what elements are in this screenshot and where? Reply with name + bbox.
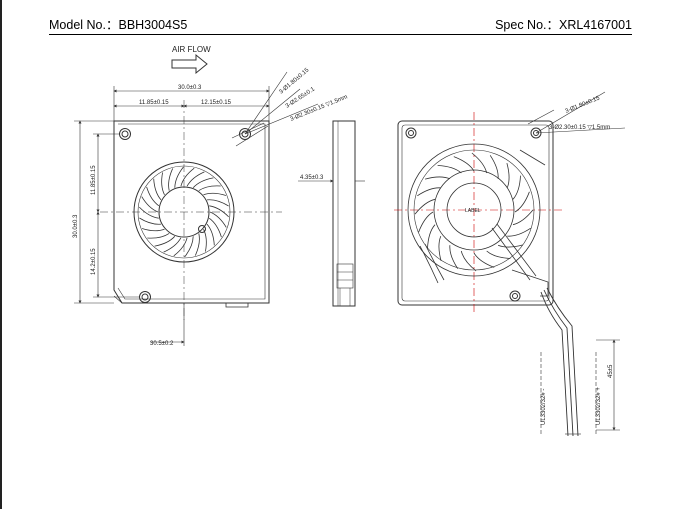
- fan-blade: [203, 192, 227, 196]
- front-mount-holes: [119, 128, 251, 303]
- airflow-label: AIR FLOW: [172, 45, 211, 54]
- fan-blade: [418, 211, 434, 233]
- dim-height-total: 30.0±0.3: [73, 214, 79, 238]
- fan-blade: [473, 252, 495, 268]
- dim-width-total: 30.0±0.3: [178, 85, 202, 91]
- fan-blade: [449, 245, 459, 269]
- spec-label: Spec No.：: [495, 18, 560, 32]
- fan-blade: [437, 165, 462, 174]
- fan-blade: [427, 224, 436, 249]
- fan-blade: [514, 191, 530, 213]
- fan-blade: [174, 166, 184, 188]
- fan-blade: [489, 155, 499, 179]
- rear-mount-holes: [405, 127, 542, 302]
- lead-wires: [540, 287, 581, 437]
- airflow-indicator: AIR FLOW: [171, 45, 211, 75]
- fan-blade: [163, 237, 182, 253]
- rear-note-holes: 3-Ø1.80±0.15: [565, 95, 602, 115]
- fan-blade: [153, 178, 162, 201]
- fan-blade: [417, 187, 441, 197]
- fan-blade: [208, 217, 222, 238]
- fan-blade: [173, 237, 188, 257]
- model-number: Model No.：BBH3004S5: [49, 14, 187, 33]
- front-dimensions: [74, 71, 319, 346]
- wire-spec-positive: UL3302/32# +: [596, 387, 602, 425]
- rear-housing-outline: [397, 120, 554, 306]
- fan-blade: [141, 196, 159, 213]
- fan-blade: [438, 235, 442, 262]
- fan-blade: [139, 217, 162, 225]
- fan-blade: [186, 171, 205, 187]
- fan-blade: [141, 228, 165, 232]
- rear-dimension-labels: 3-Ø1.80±0.15 3-Ø2.30±0.15 ▽1.5mm: [549, 95, 610, 131]
- fan-blade: [154, 236, 176, 247]
- rear-leaders: [527, 91, 626, 134]
- spec-number: Spec No.：XRL4167001: [495, 14, 632, 33]
- left-border-line: [0, 0, 2, 509]
- front-impeller: [133, 161, 235, 263]
- fan-blade: [146, 186, 160, 207]
- fan-blade: [471, 152, 488, 174]
- rear-note-counterbore: 3-Ø2.30±0.15 ▽1.5mm: [549, 125, 610, 131]
- fan-blade: [192, 177, 214, 188]
- spec-value: XRL4167001: [559, 18, 632, 32]
- wire-length: 45±5: [608, 364, 614, 378]
- fan-blade: [512, 175, 521, 200]
- fan-blade: [506, 162, 510, 189]
- wire-labels: UL3302/32# - UL3302/32# + 45±5: [541, 364, 614, 425]
- model-value: BBH3004S5: [118, 18, 188, 32]
- fan-blade: [139, 206, 159, 219]
- fan-blade: [424, 176, 451, 180]
- fan-blade: [198, 185, 221, 191]
- fan-blade: [460, 250, 477, 272]
- rear-view: [394, 112, 562, 312]
- title-block: Model No.：BBH3004S5 Spec No.：XRL4167001: [49, 14, 632, 35]
- front-view: [100, 100, 282, 320]
- fan-blade: [507, 227, 531, 237]
- fan-blade: [184, 236, 194, 258]
- dim-left-half: 11.85±0.15: [139, 100, 169, 106]
- dim-bottom: 30.5±0.2: [150, 341, 174, 347]
- front-housing-outline: [113, 120, 270, 304]
- fan-blade: [206, 199, 229, 207]
- side-thickness: 4.35±0.3: [300, 175, 324, 181]
- fan-blade: [161, 172, 165, 195]
- fan-blade: [486, 250, 511, 259]
- fan-blade: [414, 198, 436, 215]
- fan-blade: [206, 223, 215, 246]
- fan-blade: [209, 205, 229, 218]
- wire-dimensions: [540, 339, 620, 436]
- fan-blade: [453, 156, 475, 172]
- fan-blade: [512, 209, 534, 226]
- note-holes-b: 3-Ø2.65±0.1: [285, 86, 317, 110]
- dim-right-half: 12.15±0.15: [201, 100, 232, 106]
- side-view: [332, 120, 356, 307]
- rear-label: LABEL: [465, 208, 481, 214]
- fan-blade: [147, 233, 170, 239]
- airflow-arrow-icon: [171, 53, 208, 75]
- model-label: Model No.：: [49, 18, 119, 32]
- dim-upper-height: 11.85±0.15: [91, 165, 97, 195]
- fan-blade: [194, 233, 200, 256]
- fan-blade: [168, 168, 174, 191]
- fan-blade: [209, 211, 227, 228]
- wire-spec-negative: UL3302/32# -: [541, 389, 547, 425]
- dim-lower-height: 14.2±0.15: [91, 248, 97, 275]
- fan-blade: [180, 167, 195, 187]
- fan-blade: [497, 244, 524, 248]
- fan-blade: [203, 229, 207, 252]
